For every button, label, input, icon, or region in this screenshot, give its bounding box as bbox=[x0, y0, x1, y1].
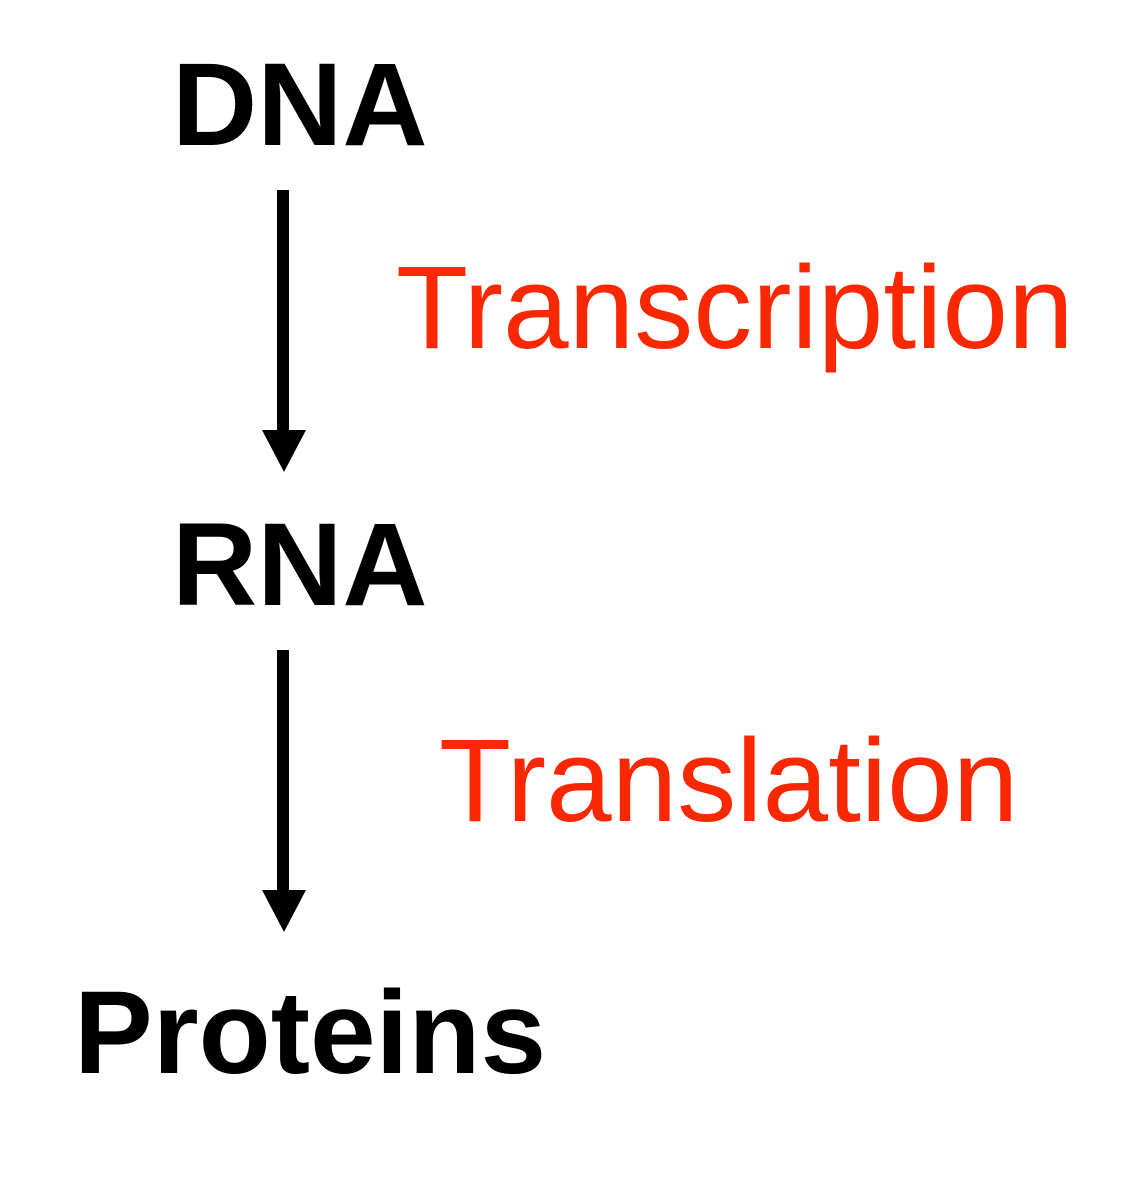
process-label-transcription: Transcription bbox=[396, 242, 1074, 374]
down-arrow-icon-translation bbox=[258, 650, 310, 932]
node-label-dna: DNA bbox=[172, 39, 428, 171]
node-label-proteins: Proteins bbox=[74, 967, 547, 1099]
node-label-rna: RNA bbox=[172, 499, 428, 631]
down-arrow-icon-transcription bbox=[258, 190, 310, 472]
process-label-translation: Translation bbox=[439, 715, 1019, 847]
